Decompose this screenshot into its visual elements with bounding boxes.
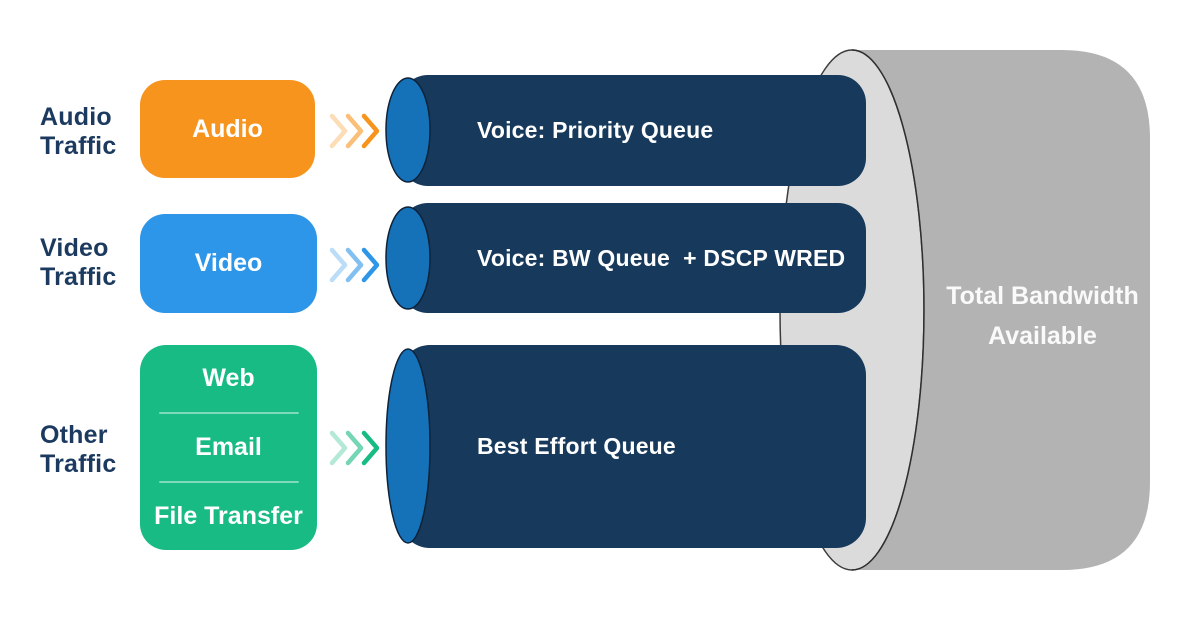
web-item-label: Web [202,364,255,392]
best-effort-queue-label: Best Effort Queue [477,433,676,459]
pipe-opening [385,77,431,183]
bw-queue-label: Voice: BW Queue + DSCP WRED [477,245,846,271]
pipe-body [400,75,866,186]
audio-box-label: Audio [192,114,263,143]
email-item-label: Email [195,433,262,461]
bandwidth-cylinder-seam [851,49,925,571]
pipe-body [400,203,866,313]
pipe-opening [385,206,431,310]
audio-traffic-label: Audio Traffic [40,103,117,160]
other-source-box: Web Email File Transfer [140,345,317,550]
other-flow-chevrons-icon [329,430,379,466]
priority-queue-pipe [385,75,866,186]
audio-source-box: Audio [140,80,315,178]
video-box-label: Video [194,249,263,277]
video-flow-chevrons-icon [329,247,379,283]
audio-flow-chevrons-icon [329,113,379,149]
file-transfer-item-label: File Transfer [154,502,303,530]
pipe-body [400,345,866,548]
best-effort-queue-pipe [385,345,866,548]
bw-queue-pipe [385,203,866,313]
video-traffic-label: Video Traffic [40,234,117,291]
box-divider [158,481,299,483]
pipe-opening [385,348,431,544]
bandwidth-cylinder-body [852,50,1150,570]
priority-queue-label: Voice: Priority Queue [477,117,714,143]
video-source-box: Video [140,214,317,313]
other-traffic-label: Other Traffic [40,421,117,478]
total-bandwidth-label: Total Bandwidth Available [946,282,1139,350]
box-divider [158,412,299,414]
